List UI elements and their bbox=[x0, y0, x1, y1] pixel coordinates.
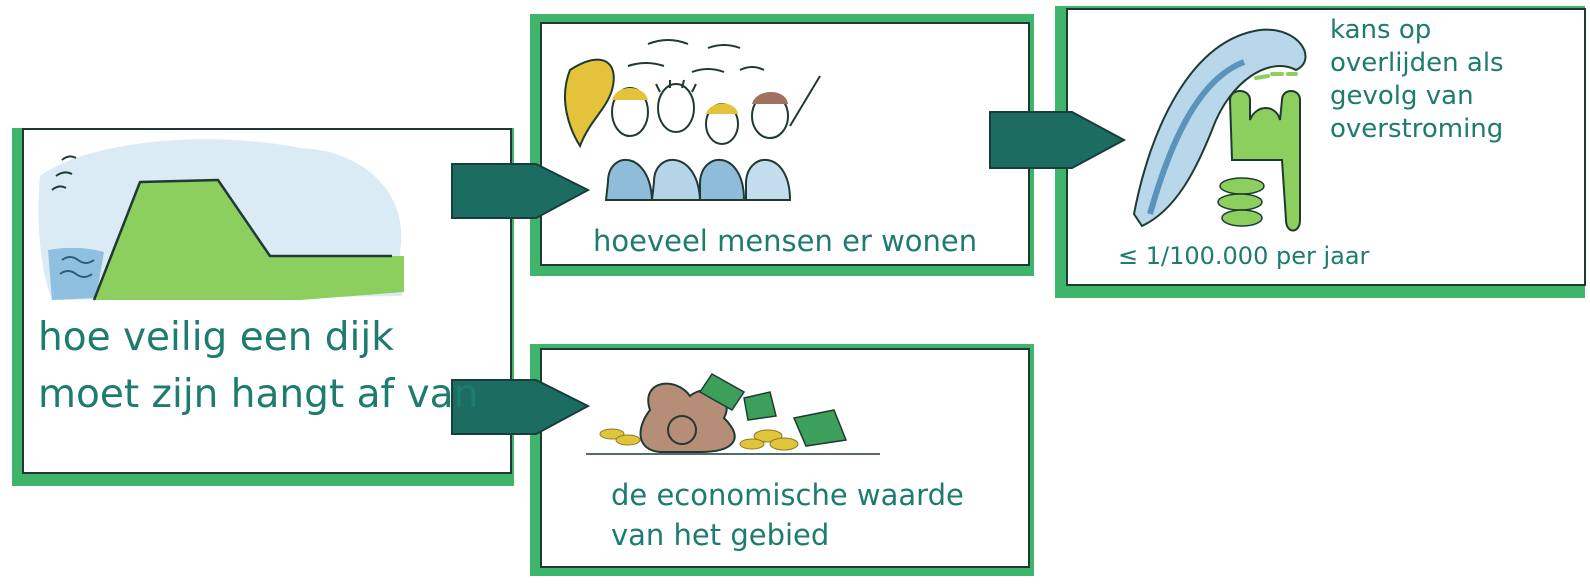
flood-wave-illustration bbox=[1132, 28, 1307, 232]
people-card bbox=[540, 22, 1030, 266]
econ-card bbox=[540, 348, 1030, 568]
arrow-to-risk bbox=[989, 111, 1127, 169]
arrow-to-people bbox=[451, 163, 591, 219]
risk-caption: kans op overlijden als gevolg van overst… bbox=[1330, 15, 1504, 144]
main-statement: hoe veilig een dijk moet zijn hangt af v… bbox=[38, 315, 479, 417]
people-illustration bbox=[563, 39, 821, 201]
economy-caption: de economische waarde van het gebied bbox=[611, 478, 964, 552]
money-bag-illustration bbox=[586, 373, 880, 455]
people-caption: hoeveel mensen er wonen bbox=[593, 224, 978, 258]
risk-limit: ≤ 1/100.000 per jaar bbox=[1118, 242, 1370, 270]
dike-illustration bbox=[38, 139, 404, 301]
arrow-to-economy bbox=[451, 379, 591, 435]
